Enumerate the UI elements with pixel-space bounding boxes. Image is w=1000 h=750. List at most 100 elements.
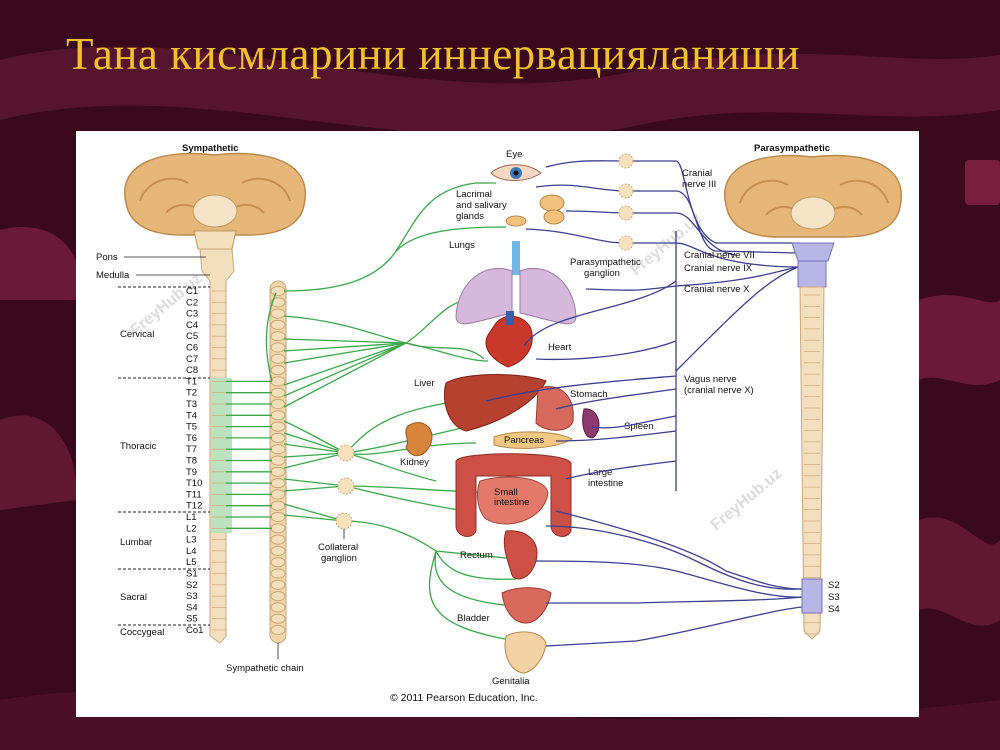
- chain-ganglion: [270, 579, 286, 590]
- stomach-illustration: [535, 386, 574, 431]
- spleen-illustration: [582, 408, 600, 439]
- chain-ganglion: [270, 478, 286, 489]
- bladder-label: Bladder: [457, 613, 490, 624]
- chain-ganglion: [270, 511, 286, 523]
- segment-label: S1: [186, 569, 198, 580]
- segment-label: S4: [186, 602, 198, 613]
- pons-label: Pons: [96, 252, 118, 263]
- small-intestine-label-2: intestine: [494, 497, 529, 508]
- sympathetic-fibers: [226, 182, 517, 642]
- ramus-fiber: [265, 292, 277, 382]
- parasympathetic-heading: Parasympathetic: [754, 143, 830, 154]
- segment-label: S2: [186, 580, 198, 591]
- right-brain-section: [723, 154, 903, 288]
- segment-labels: C1C2C3C4C5C6C7C8T1T2T3T4T5T6T7T8T9T10T11…: [186, 286, 203, 636]
- chain-ganglion: [270, 534, 286, 545]
- chain-ganglion: [270, 489, 286, 500]
- segment-label: S3: [186, 591, 198, 602]
- segment-label: T5: [186, 422, 197, 433]
- heart-label: Heart: [548, 342, 572, 353]
- segment-label: C5: [186, 331, 198, 342]
- glands-illustration: [505, 194, 565, 227]
- segment-label: Co1: [186, 625, 203, 636]
- chain-ganglion: [270, 353, 286, 364]
- cranial-nerve-vii-label: Cranial nerve VII: [684, 250, 755, 261]
- segment-label: T6: [186, 433, 197, 444]
- eye-label: Eye: [506, 149, 522, 160]
- sacral-para-label: S2: [828, 580, 840, 591]
- region-dividers: [118, 286, 210, 626]
- cranial-nerve-iii-label-2: nerve III: [682, 179, 716, 190]
- small-intestine-label-1: Small: [494, 487, 518, 498]
- chain-ganglion: [270, 455, 286, 466]
- chain-ganglion: [270, 285, 286, 297]
- chain-ganglion: [270, 523, 286, 534]
- chain-ganglion: [270, 410, 286, 421]
- sympathetic-heading: Sympathetic: [182, 143, 239, 154]
- segment-ticks: [212, 290, 226, 631]
- chain-ganglion: [270, 557, 286, 568]
- left-brain-section: [123, 152, 307, 250]
- collateral-ganglia: [335, 444, 355, 530]
- diagram-panel: FreyHub.uz FreyHub.uz FreyHub.uz Sympath…: [76, 131, 919, 717]
- region-lumbar-label: Lumbar: [120, 537, 152, 548]
- segment-label: T3: [186, 399, 197, 410]
- segment-label: T4: [186, 410, 197, 421]
- pancreas-label: Pancreas: [504, 435, 544, 446]
- large-intestine-label-2: intestine: [588, 478, 623, 489]
- bladder-illustration: [501, 587, 552, 624]
- lacrimal-label-2: and salivary: [456, 200, 507, 211]
- segment-label: T2: [186, 388, 197, 399]
- para-ganglion-label-2: ganglion: [584, 268, 620, 279]
- region-sacral-label: Sacral: [120, 592, 147, 603]
- sympathetic-chain-label: Sympathetic chain: [226, 663, 304, 674]
- chain-ganglion: [270, 421, 286, 432]
- chain-ganglion: [270, 624, 286, 636]
- segment-label: T11: [186, 489, 202, 500]
- eye-illustration: [490, 164, 542, 181]
- region-thoracic-label: Thoracic: [120, 441, 157, 452]
- segment-label: C3: [186, 309, 198, 320]
- chain-ganglion: [270, 613, 286, 624]
- autonomic-innervation-diagram: FreyHub.uz FreyHub.uz FreyHub.uz Sympath…: [76, 131, 919, 717]
- segment-label: L1: [186, 512, 197, 523]
- spleen-label: Spleen: [624, 421, 654, 432]
- segment-label: T9: [186, 467, 197, 478]
- genitalia-illustration: [504, 631, 547, 674]
- liver-illustration: [443, 374, 547, 432]
- medulla-label: Medulla: [96, 270, 130, 281]
- slide-title: Тана кисмларини иннервацияланиши: [66, 29, 801, 79]
- chain-ganglion: [270, 376, 286, 387]
- copyright-text: © 2011 Pearson Education, Inc.: [390, 692, 538, 704]
- chain-ganglion: [270, 308, 286, 319]
- parasympathetic-fibers: [485, 160, 803, 647]
- chain-ganglion: [270, 602, 286, 613]
- segment-label: C1: [186, 286, 198, 297]
- heart-illustration: [485, 311, 533, 368]
- segment-label: T1: [186, 376, 197, 387]
- segment-label: C7: [186, 354, 198, 365]
- chain-ganglion: [270, 432, 286, 443]
- lungs-illustration: [455, 241, 577, 325]
- lacrimal-label-3: glands: [456, 211, 484, 222]
- lungs-label: Lungs: [449, 240, 475, 251]
- stomach-label: Stomach: [570, 389, 608, 400]
- segment-label: C8: [186, 365, 198, 376]
- region-coccygeal-label: Coccygeal: [120, 627, 164, 638]
- chain-ganglion: [270, 444, 286, 455]
- chain-ganglion: [270, 319, 286, 330]
- segment-label: T10: [186, 478, 202, 489]
- genitalia-label: Genitalia: [492, 676, 530, 687]
- kidney-illustration: [405, 422, 433, 457]
- segment-label: L2: [186, 523, 197, 534]
- chain-ganglion: [270, 545, 286, 556]
- chain-ganglion: [270, 387, 286, 398]
- segment-label: T8: [186, 456, 197, 467]
- sacral-para-label: S3: [828, 592, 840, 603]
- intestines-illustration: [455, 453, 572, 537]
- segment-label: T7: [186, 444, 197, 455]
- cranial-nerve-x-label: Cranial nerve X: [684, 284, 750, 295]
- pancreas-illustration: [493, 431, 574, 449]
- segment-label: T12: [186, 501, 202, 512]
- segment-label: L4: [186, 546, 197, 557]
